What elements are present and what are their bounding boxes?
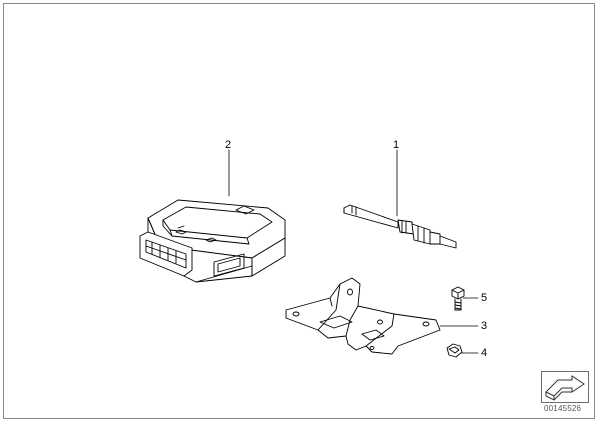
navigation-button[interactable] <box>541 371 589 403</box>
callout-1: 1 <box>393 139 400 151</box>
leader-lines <box>228 149 479 354</box>
glow-plug <box>343 204 457 249</box>
diagram-id: 00145526 <box>544 404 582 413</box>
callout-3: 3 <box>481 320 488 332</box>
diagram-frame <box>3 3 595 419</box>
callout-4: 4 <box>481 347 488 359</box>
mounting-bracket <box>285 277 441 355</box>
callout-5: 5 <box>481 292 488 304</box>
control-unit <box>139 199 286 283</box>
callout-2: 2 <box>225 139 232 151</box>
arrow-icon <box>545 375 585 401</box>
nut <box>446 343 463 358</box>
screw <box>451 286 465 311</box>
